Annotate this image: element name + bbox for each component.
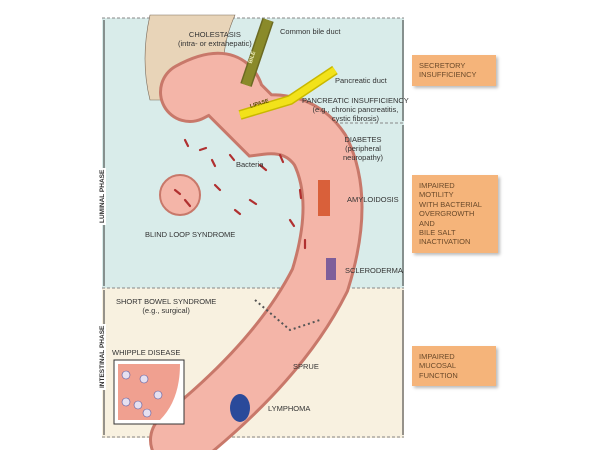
scleroderma-label: SCLERODERMA bbox=[345, 266, 403, 275]
phase-arrows bbox=[103, 20, 404, 435]
sprue-label: SPRUE bbox=[293, 362, 319, 371]
bowel-lumen bbox=[152, 54, 361, 450]
intestinal-phase-label: INTESTINAL PHASE bbox=[99, 323, 106, 390]
bacteria-label: Bacteria bbox=[236, 160, 264, 169]
pancreatic-duct-label: Pancreatic duct bbox=[335, 76, 387, 85]
luminal-phase-label: LUMINAL PHASE bbox=[99, 167, 106, 225]
bacteria bbox=[173, 138, 307, 250]
lymphoma-label: LYMPHOMA bbox=[268, 404, 311, 413]
amyloidosis-label: AMYLOIDOSIS bbox=[347, 195, 399, 204]
whipple-disease-label: WHIPPLE DISEASE bbox=[112, 348, 181, 357]
blind-loop-syndrome-label: BLIND LOOP SYNDROME bbox=[145, 230, 236, 239]
whipple-macrophages bbox=[121, 370, 163, 418]
pancreatic-insufficiency-label: PANCREATIC INSUFFICIENCY(e.g., chronic p… bbox=[302, 96, 409, 123]
short-bowel-syndrome-label: SHORT BOWEL SYNDROME(e.g., surgical) bbox=[116, 297, 217, 315]
scleroderma-lesion bbox=[326, 258, 336, 280]
common-bile-duct-label: Common bile duct bbox=[280, 27, 341, 36]
lymphoma-lesion bbox=[230, 394, 250, 422]
cholestasis-label: CHOLESTASIS(intra- or extrahepatic) bbox=[178, 30, 252, 48]
amyloid-deposit bbox=[318, 180, 330, 216]
anastomosis-sutures bbox=[254, 299, 321, 332]
